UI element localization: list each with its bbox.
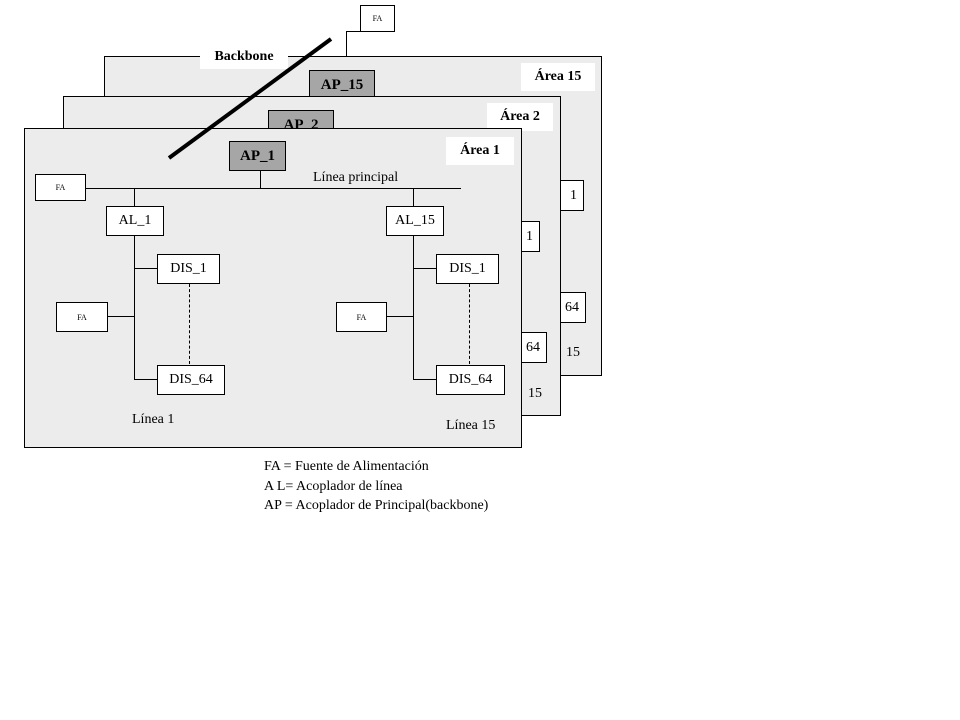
legend-item-ap: AP = Acoplador de Principal(backbone) [264, 498, 489, 513]
line-15-label: Línea 15 [446, 418, 496, 433]
backbone-fa-connector [346, 31, 347, 71]
main-line-power-supply: FA [35, 174, 86, 201]
line-1-label: Línea 1 [132, 412, 175, 427]
al-15-coupler: AL_15 [386, 206, 444, 236]
line-1-dis1-stub [134, 268, 157, 269]
backbone-power-supply: FA [360, 5, 395, 32]
legend-item-fa: FA = Fuente de Alimentación [264, 459, 429, 474]
line-1-dis-1: DIS_1 [157, 254, 220, 284]
line-15-power-supply: FA [336, 302, 387, 332]
line-1-dis64-stub [134, 379, 157, 380]
line-1-device-ellipsis [189, 284, 190, 364]
legend-item-al: A L= Acoplador de línea [264, 479, 403, 494]
area-1-label: Área 1 [446, 137, 514, 165]
line-15-dis64-stub [413, 379, 436, 380]
al-1-drop [134, 188, 135, 206]
line-1-power-supply: FA [56, 302, 108, 332]
line-15-fa-stub [386, 316, 414, 317]
main-line-label: Línea principal [313, 170, 399, 185]
al-15-drop [413, 188, 414, 206]
ap-1-coupler: AP_1 [229, 141, 286, 171]
area-2-label: Área 2 [487, 103, 553, 131]
line-15-dis-64: DIS_64 [436, 365, 505, 395]
area-15-line-fragment: 15 [566, 345, 580, 360]
ap-1-connector [260, 171, 261, 189]
main-line [85, 188, 461, 189]
line-15-dis-1: DIS_1 [436, 254, 499, 284]
line-1-dis-64: DIS_64 [157, 365, 225, 395]
line-1-fa-stub [107, 316, 135, 317]
area-15-label: Área 15 [521, 63, 595, 91]
al-1-coupler: AL_1 [106, 206, 164, 236]
line-15-bus [413, 236, 414, 380]
backbone-label: Backbone [200, 45, 288, 69]
area-2-line-fragment: 15 [528, 386, 542, 401]
backbone-fa-stub [346, 31, 360, 32]
line-1-bus [134, 236, 135, 380]
line-15-device-ellipsis [469, 284, 470, 364]
line-15-dis1-stub [413, 268, 436, 269]
